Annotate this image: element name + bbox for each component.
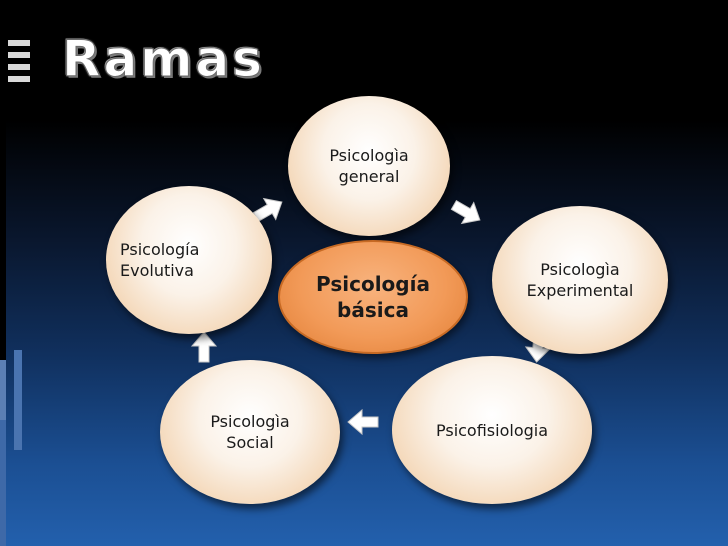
- arrow-general-to-experimental: [450, 199, 481, 225]
- decoration-bar: [8, 64, 30, 70]
- arrow-social-to-evolutiva: [190, 331, 218, 363]
- node-label: Psicología Evolutiva: [120, 240, 200, 280]
- left-decoration-strip: [0, 0, 6, 546]
- node-psicologia-experimental: Psicologìa Experimental: [492, 206, 668, 354]
- page-title: Ramas: [62, 30, 265, 89]
- node-label: Psicofisiologia: [435, 420, 549, 440]
- decoration-bar: [8, 76, 30, 82]
- node-psicologia-evolutiva: Psicología Evolutiva: [106, 186, 272, 334]
- decoration-bar: [8, 40, 30, 46]
- node-label: Psicologìa Social: [210, 412, 290, 452]
- arrow-psicofisiologia-to-social: [347, 408, 379, 436]
- center-node-psicologia-basica: Psicología básica: [278, 240, 468, 354]
- center-label: Psicología básica: [316, 272, 430, 322]
- node-label: Psicologìa general: [329, 146, 409, 186]
- node-psicologia-general: Psicologìa general: [288, 96, 450, 236]
- node-label: Psicologìa Experimental: [526, 260, 634, 300]
- node-psicofisiologia: Psicofisiologia: [392, 356, 592, 504]
- decoration-bar: [14, 350, 22, 450]
- node-psicologia-social: Psicologìa Social: [160, 360, 340, 504]
- arrow-evolutiva-to-general: [252, 197, 283, 223]
- decoration-bar: [8, 52, 30, 58]
